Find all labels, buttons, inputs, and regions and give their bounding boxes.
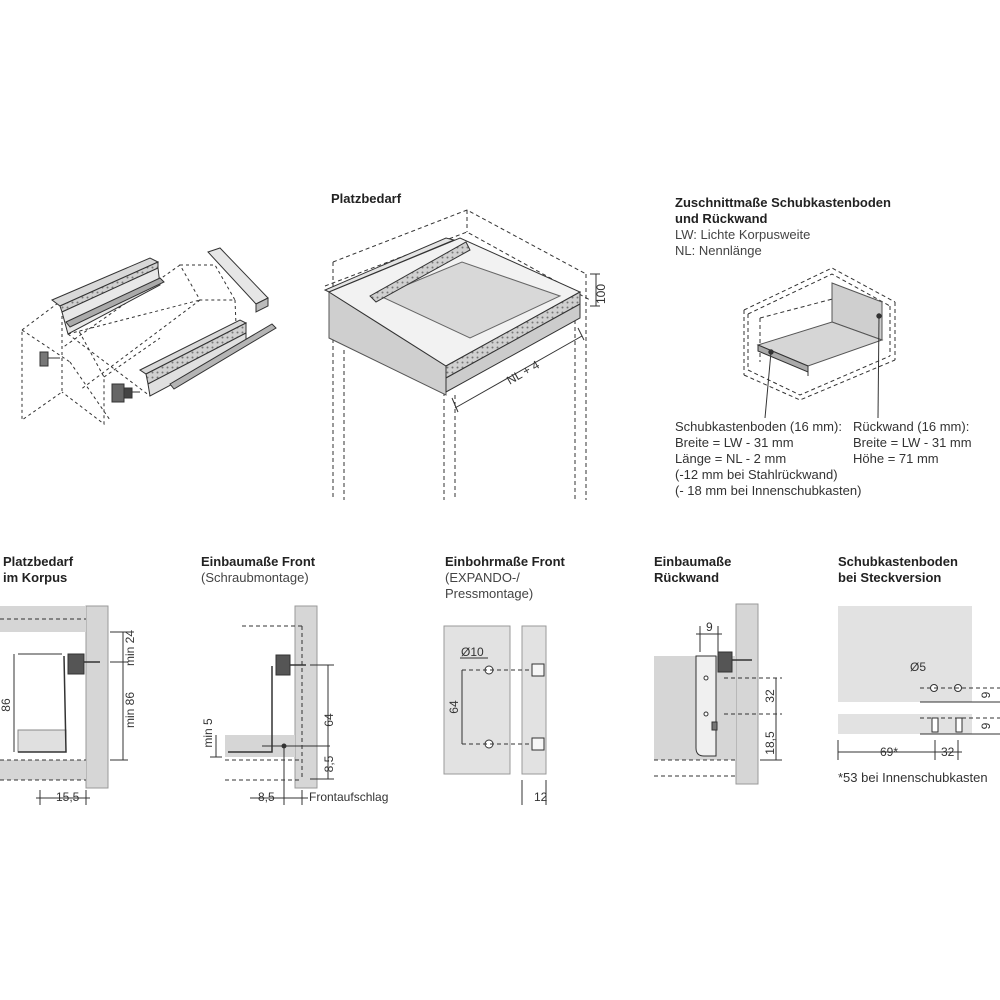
front-title: Einbaumaße Front — [201, 554, 316, 569]
korpus-dim-min86: min 86 — [123, 692, 137, 728]
rueckwand-info-line3: Höhe = 71 mm — [853, 451, 939, 466]
bohr-dim-12: 12 — [534, 790, 548, 804]
korpus-dim-86: 86 — [0, 698, 13, 712]
rueck-title-line1: Einbaumaße — [654, 554, 732, 569]
front-section-drawing — [210, 605, 334, 805]
steck-dim-9-top: 9 — [979, 691, 993, 698]
zuschnitt-legend-lw: LW: Lichte Korpusweite — [675, 227, 811, 242]
steck-title-line1: Schubkastenboden — [838, 554, 958, 569]
steck-title-line2: bei Steckversion — [838, 570, 942, 585]
korpus-title-line1: Platzbedarf — [3, 554, 74, 569]
rueck-dim-9: 9 — [706, 620, 713, 634]
zuschnitt-title-line1: Zuschnittmaße Schubkastenboden — [675, 195, 891, 210]
zuschnitt-box-drawing — [743, 267, 896, 419]
platzbedarf-dim-height: 100 — [594, 284, 608, 304]
zuschnitt-title-line2: und Rückwand — [675, 211, 768, 226]
steck-dim-32: 32 — [941, 745, 955, 759]
zuschnitt-legend-nl: NL: Nennlänge — [675, 243, 762, 258]
bohr-dim-64: 64 — [447, 700, 461, 714]
korpus-section-drawing — [0, 605, 128, 805]
boden-info-line1: Schubkastenboden (16 mm): — [675, 419, 842, 434]
steck-footnote: *53 bei Innenschubkasten — [838, 770, 988, 785]
front-dim-64: 64 — [322, 713, 336, 727]
steck-dim-69: 69* — [880, 745, 898, 759]
rueck-section-drawing — [654, 603, 782, 785]
bohr-subtitle-line1: (EXPANDO-/ — [445, 570, 520, 585]
steck-dim-d5: Ø5 — [910, 660, 926, 674]
rueckwand-info-line1: Rückwand (16 mm): — [853, 419, 970, 434]
front-dim-min5: min 5 — [201, 718, 215, 748]
bohr-title: Einbohrmaße Front — [445, 554, 565, 569]
bohr-dim-d10: Ø10 — [461, 645, 484, 659]
platzbedarf-dim-length: NL + 4 — [504, 358, 542, 388]
platzbedarf-title: Platzbedarf — [331, 191, 402, 206]
rueck-title-line2: Rückwand — [654, 570, 720, 585]
korpus-dim-155: 15,5 — [56, 790, 80, 804]
boden-info-line4: (-12 mm bei Stahlrückwand) — [675, 467, 838, 482]
bohr-subtitle-line2: Pressmontage) — [445, 586, 534, 601]
boden-info-line2: Breite = LW - 31 mm — [675, 435, 794, 450]
rueck-dim-32: 32 — [763, 689, 777, 703]
exploded-drawer-assembly — [21, 247, 277, 426]
boden-info-line5: (- 18 mm bei Innenschubkasten) — [675, 483, 862, 498]
steck-section-drawing — [837, 606, 1000, 760]
front-subtitle: (Schraubmontage) — [201, 570, 309, 585]
front-dim-85-horizontal: 8,5 — [258, 790, 275, 804]
korpus-title-line2: im Korpus — [3, 570, 68, 585]
steck-dim-9-bottom: 9 — [979, 722, 993, 729]
front-frontaufschlag-label: Frontaufschlag — [309, 790, 388, 804]
boden-info-line3: Länge = NL - 2 mm — [675, 451, 787, 466]
platzbedarf-box-drawing — [323, 209, 600, 500]
korpus-dim-min24: min 24 — [123, 630, 137, 666]
front-dim-85-vertical: 8,5 — [322, 755, 336, 772]
rueckwand-info-line2: Breite = LW - 31 mm — [853, 435, 972, 450]
rueck-dim-185: 18,5 — [763, 731, 777, 755]
bohr-front-drawing — [443, 625, 547, 805]
